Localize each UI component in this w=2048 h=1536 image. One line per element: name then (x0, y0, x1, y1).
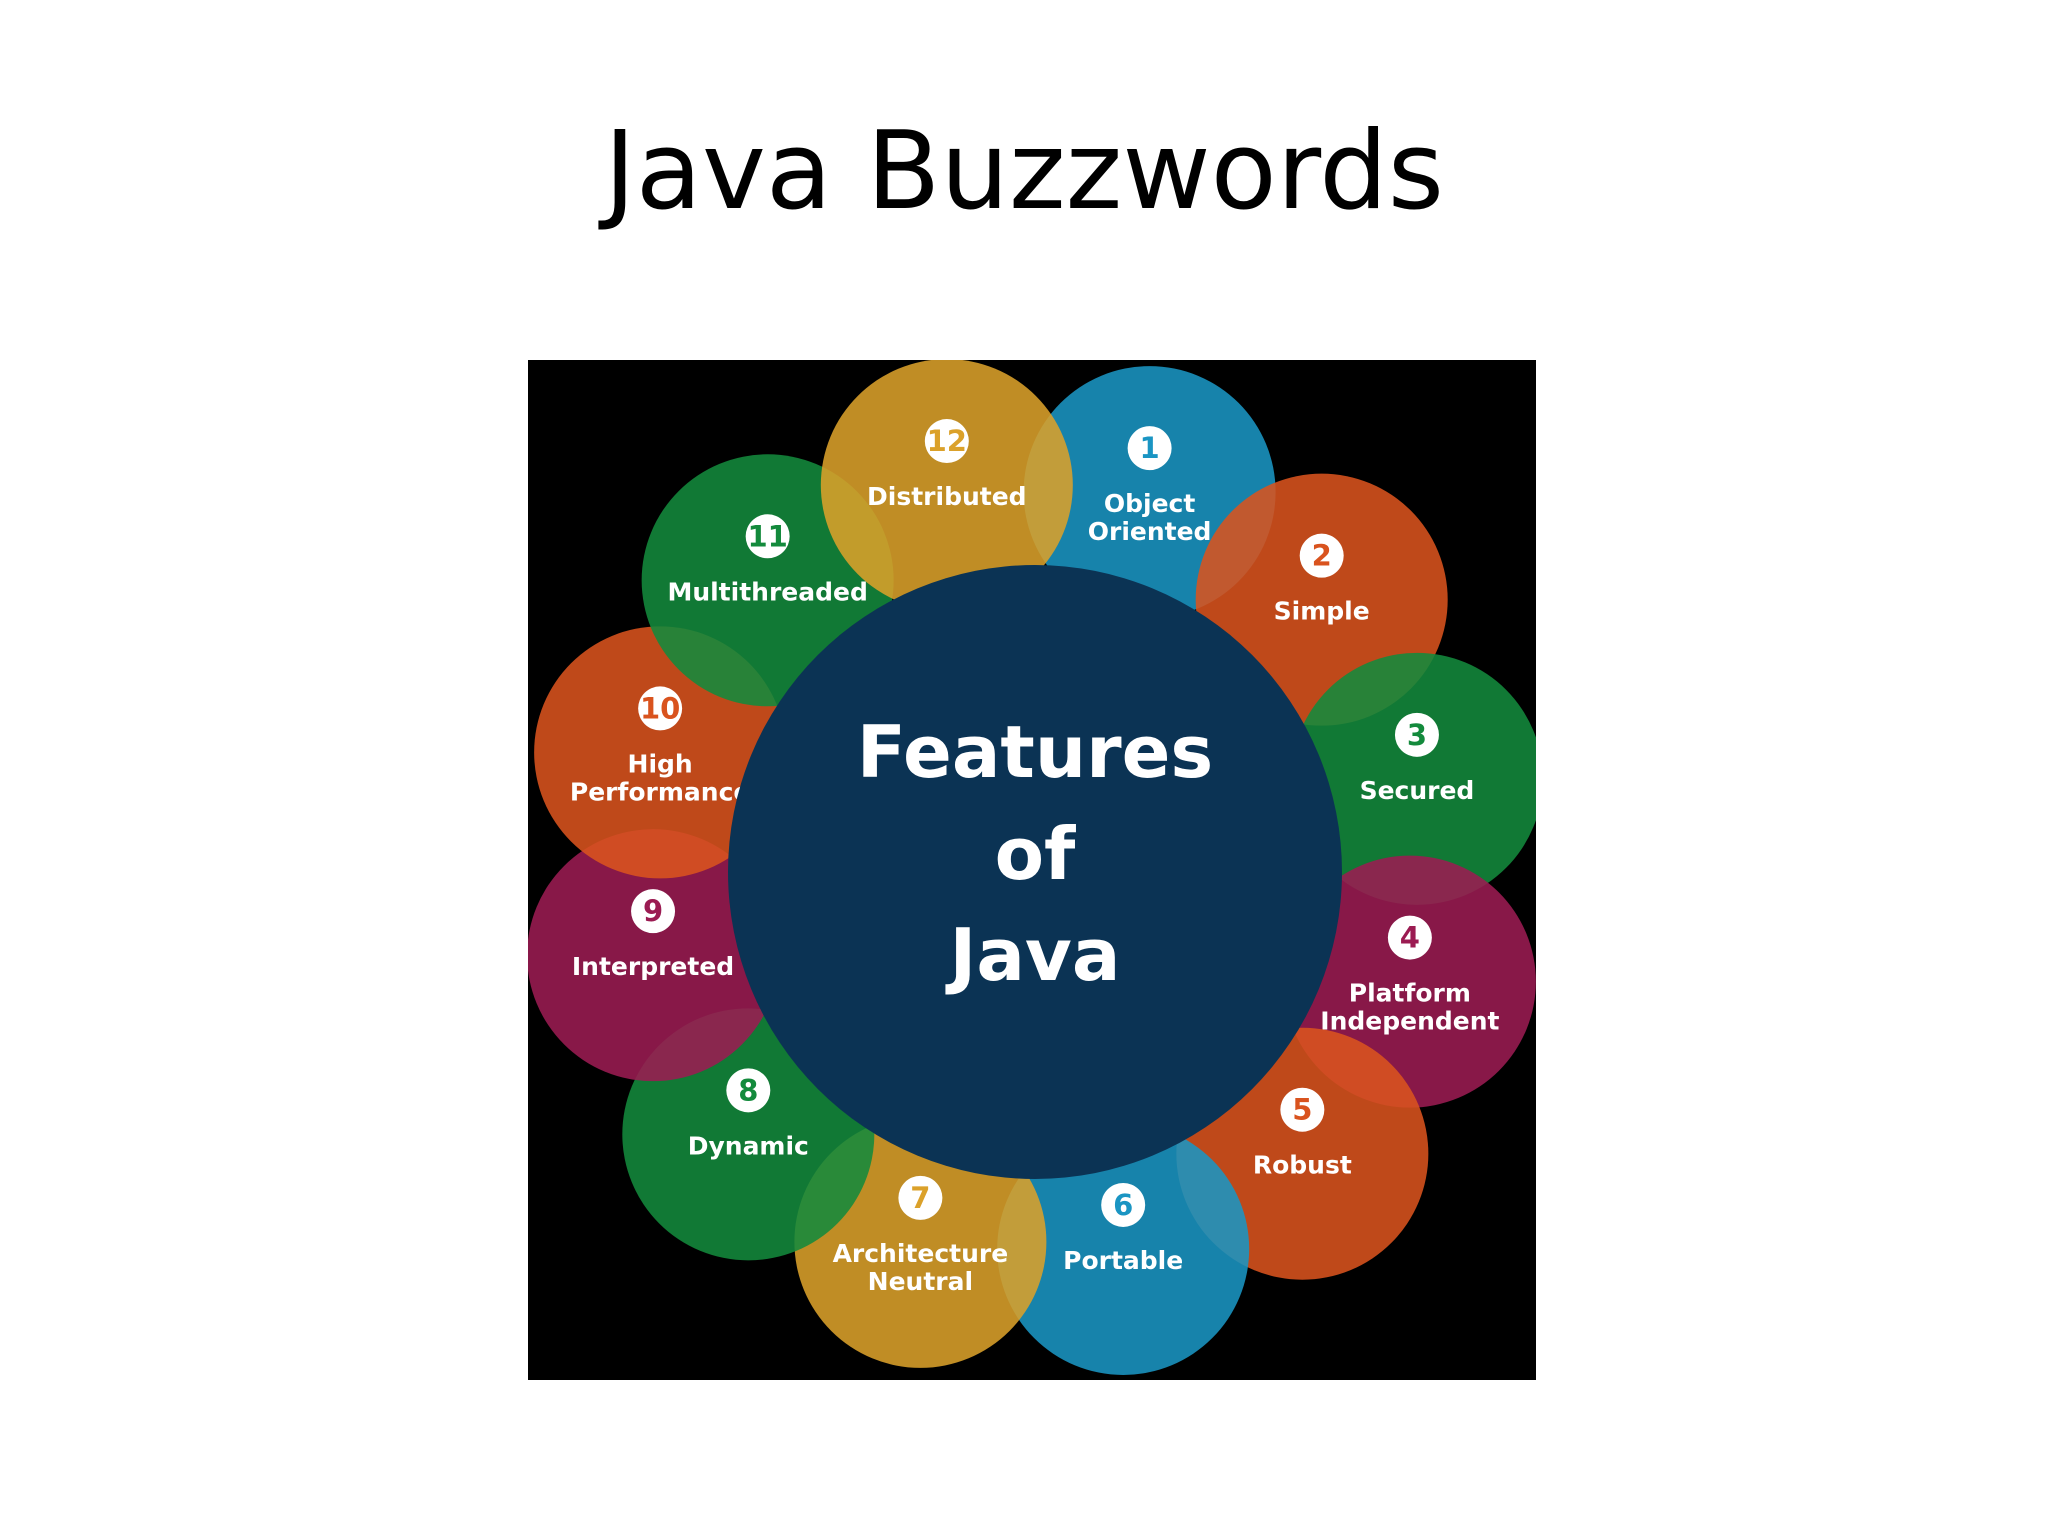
feature-number: 11 (747, 519, 787, 553)
feature-number-badge (898, 1175, 943, 1220)
feature-label: Multithreaded (667, 577, 867, 606)
feature-number: 3 (1407, 718, 1427, 752)
feature-label: Independent (1320, 1007, 1499, 1036)
feature-number: 10 (640, 691, 680, 725)
feature-number-badge (745, 514, 790, 559)
feature-label: High (628, 749, 693, 778)
feature-petal-circle (528, 829, 780, 1082)
center-title-line: Java (945, 913, 1121, 997)
feature-label: Dynamic (688, 1131, 809, 1160)
feature-number-badge (1387, 915, 1432, 960)
feature-number: 8 (738, 1073, 758, 1107)
feature-label: Simple (1274, 597, 1370, 626)
feature-number: 6 (1113, 1188, 1133, 1222)
feature-number-badge (1394, 712, 1439, 757)
feature-number-badge (726, 1068, 771, 1113)
feature-label: Neutral (868, 1267, 973, 1296)
feature-number: 12 (927, 424, 967, 458)
feature-label: Portable (1063, 1246, 1183, 1275)
feature-label: Architecture (833, 1239, 1009, 1268)
feature-number-badge (1299, 533, 1344, 578)
feature-number-badge (924, 419, 969, 464)
feature-number-badge (638, 686, 683, 731)
feature-label: Robust (1253, 1151, 1352, 1180)
feature-number-badge (1280, 1087, 1325, 1132)
center-circle (728, 565, 1342, 1179)
feature-number: 7 (910, 1181, 930, 1215)
feature-number-badge (1101, 1182, 1146, 1227)
feature-label: Secured (1360, 776, 1475, 805)
center-title-line: of (995, 812, 1076, 896)
feature-label: Platform (1349, 979, 1471, 1008)
feature-label: Oriented (1088, 517, 1212, 546)
feature-label: Distributed (867, 482, 1027, 511)
feature-number: 2 (1312, 539, 1332, 573)
feature-number: 4 (1400, 921, 1420, 955)
feature-number-badge (1127, 426, 1172, 471)
feature-number: 9 (643, 894, 663, 928)
slide-title: Java Buzzwords (603, 109, 1445, 234)
feature-number: 1 (1140, 431, 1160, 465)
feature-petal-circle (820, 360, 1073, 612)
center-title-line: Features (857, 710, 1214, 794)
feature-petal-circle (997, 1122, 1250, 1375)
feature-label: Performance (570, 777, 750, 806)
feature-number: 5 (1292, 1093, 1312, 1127)
feature-petal-circle (1290, 652, 1536, 905)
feature-label: Interpreted (572, 952, 734, 981)
feature-label: Object (1104, 489, 1195, 518)
feature-number-badge (631, 889, 676, 934)
features-wheel: 1ObjectOriented2Simple3Secured4PlatformI… (528, 360, 1536, 1375)
